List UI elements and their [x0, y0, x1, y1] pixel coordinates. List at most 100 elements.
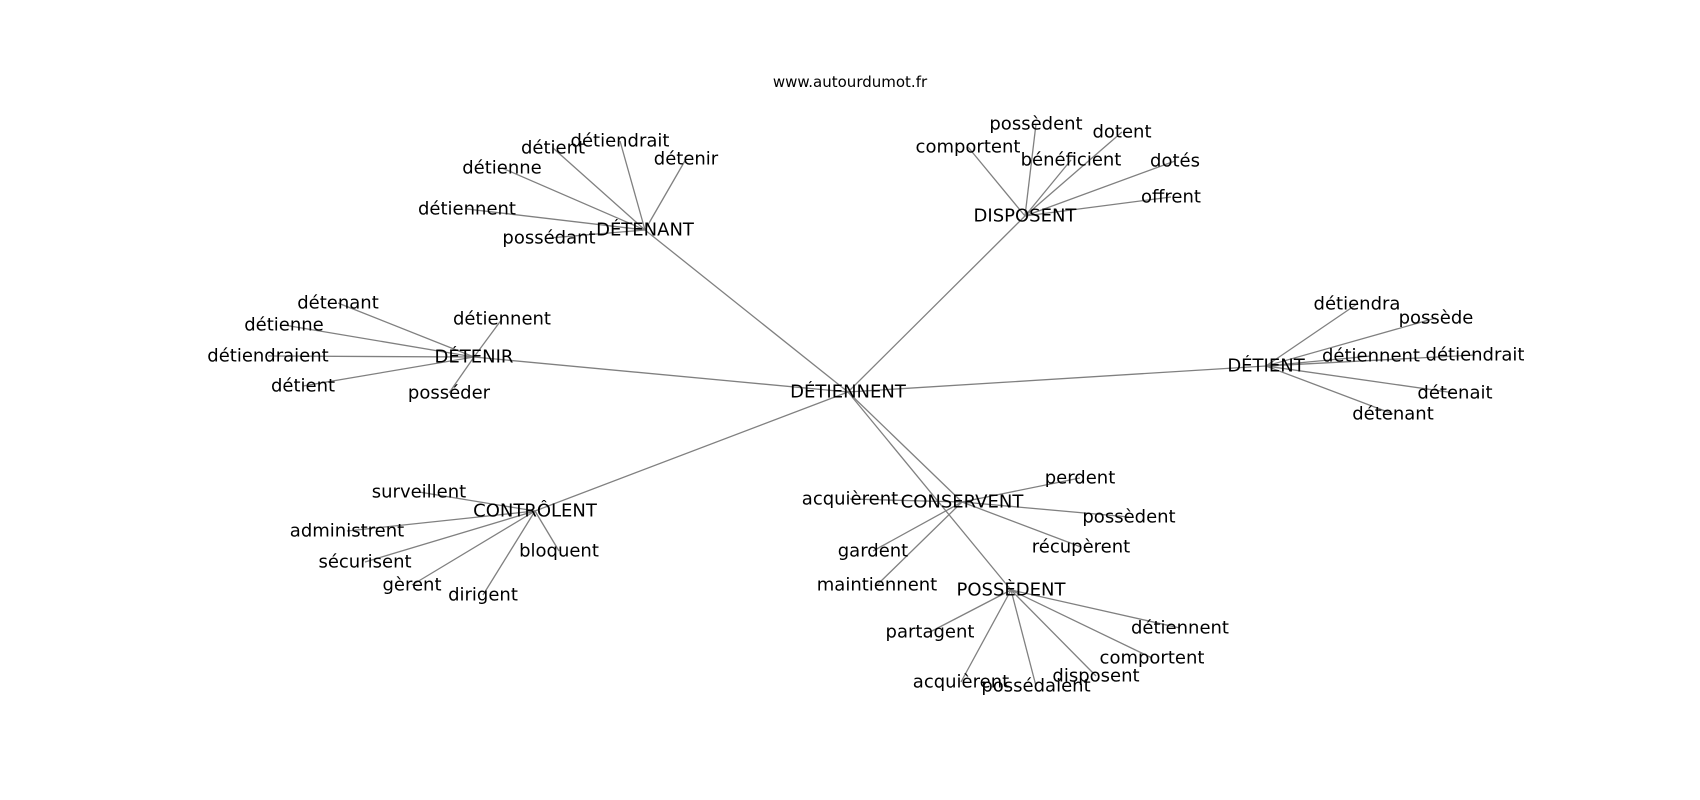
leaf-node-detenant-detenir: détenir — [654, 149, 719, 170]
edge-conservent-perdent — [961, 477, 1081, 503]
leaf-node-detenir-detient: détient — [271, 376, 335, 397]
edge-conservent-acquierent — [849, 498, 963, 503]
edge-detient-detenait — [1265, 365, 1456, 394]
leaf-node-disposent-comportent: comportent — [916, 137, 1021, 158]
edge-center-conservent — [847, 391, 963, 503]
leaf-node-detenant-possedant: possédant — [502, 228, 595, 249]
leaf-node-detenant-detiennent: détiennent — [418, 199, 516, 220]
leaf-node-detient-detenant: détenant — [1352, 404, 1434, 425]
edge-detenant-possedant — [548, 229, 646, 239]
leaf-node-possedent-comportent: comportent — [1100, 648, 1205, 669]
leaf-node-conservent-gardent: gardent — [838, 541, 909, 562]
edge-detient-detiennent — [1265, 355, 1372, 367]
graph-labels: DÉTIENNENT DÉTENANT détiendrait détient déte… — [207, 114, 1524, 697]
edge-center-controlent — [534, 391, 849, 512]
leaf-node-controlent-surveillent: surveillent — [372, 482, 466, 503]
edge-controlent-administrent — [346, 510, 536, 532]
leaf-node-controlent-dirigent: dirigent — [448, 585, 518, 606]
leaf-node-detient-detiendrait: détiendrait — [1426, 345, 1525, 366]
leaf-node-possedent-possedaient: possédaient — [981, 676, 1090, 697]
leaf-node-detenant-detiendrait: détiendrait — [571, 131, 670, 152]
edge-possedent-comportent — [1010, 589, 1153, 659]
edge-controlent-gerent — [411, 510, 536, 586]
edge-disposent-possedent — [1024, 123, 1037, 217]
hub-node-controlent: CONTRÔLENT — [473, 500, 598, 522]
leaf-node-controlent-administrent: administrent — [290, 521, 404, 542]
edge-detenant-detienne — [501, 167, 646, 231]
edge-disposent-dotes — [1024, 160, 1176, 217]
edge-possedent-disposent — [1010, 589, 1097, 677]
leaf-node-conservent-perdent: perdent — [1045, 468, 1116, 489]
edge-detenir-posseder — [448, 356, 475, 394]
edge-detient-detenant — [1265, 365, 1394, 415]
edge-conservent-recuperent — [961, 501, 1082, 548]
edge-center-detenir — [473, 356, 849, 393]
edge-detenant-detiennent — [466, 208, 646, 231]
edge-center-detient — [847, 365, 1267, 393]
graph-edges — [267, 123, 1476, 687]
leaf-node-controlent-securisent: sécurisent — [318, 552, 411, 573]
leaf-node-detenir-posseder: posséder — [408, 383, 491, 404]
edge-detenir-detiendraient — [267, 355, 475, 358]
leaf-node-conservent-possedent: possèdent — [1082, 507, 1175, 528]
leaf-node-possedent-detiennent: détiennent — [1131, 618, 1229, 639]
hub-node-detient: DÉTIENT — [1227, 355, 1305, 377]
edge-center-possedent — [847, 391, 1012, 591]
leaf-node-disposent-offrent: offrent — [1141, 187, 1201, 208]
edge-possedent-detiennent — [1010, 589, 1181, 629]
hub-node-possedent: POSSÈDENT — [957, 579, 1067, 601]
edge-controlent-surveillent — [418, 491, 536, 512]
leaf-node-detenir-detiendraient: détiendraient — [207, 346, 328, 367]
edge-detient-detiendrait — [1265, 354, 1476, 367]
leaf-node-detenant-detienne: détienne — [462, 158, 542, 179]
edge-center-disposent — [847, 215, 1026, 393]
edge-controlent-securisent — [364, 510, 536, 563]
leaf-node-detenir-detiennent: détiennent — [453, 309, 551, 330]
center-node-label: DÉTIENNENT — [790, 381, 907, 403]
edge-detenir-detenant — [337, 302, 475, 358]
leaf-node-controlent-gerent: gèrent — [382, 575, 441, 596]
edge-detenir-detient — [302, 356, 475, 387]
edge-detenant-detient — [552, 147, 646, 231]
edge-conservent-gardent — [872, 501, 963, 552]
edge-center-detenant — [644, 229, 849, 393]
leaf-node-disposent-possedent: possèdent — [989, 114, 1082, 135]
leaf-node-possedent-partagent: partagent — [886, 622, 975, 643]
edge-controlent-dirigent — [482, 510, 536, 596]
leaf-node-detient-detiennent: détiennent — [1322, 346, 1420, 367]
leaf-node-conservent-maintiennent: maintiennent — [817, 575, 937, 596]
edge-conservent-possedent — [961, 501, 1130, 518]
hub-node-conservent: CONSERVENT — [901, 492, 1025, 513]
edge-possedent-acquierent — [960, 589, 1012, 683]
leaf-node-disposent-dotes: dotés — [1150, 151, 1200, 172]
edge-detient-detiendra — [1265, 303, 1358, 367]
leaf-node-possedent-disposent: disposent — [1052, 666, 1139, 687]
hub-node-detenir: DÉTENIR — [435, 346, 514, 368]
leaf-node-detient-detenait: détenait — [1417, 383, 1492, 404]
hub-node-detenant: DÉTENANT — [596, 219, 695, 241]
leaf-node-conservent-acquierent: acquièrent — [802, 489, 898, 510]
edge-disposent-dotent — [1024, 131, 1123, 217]
edge-detient-possede — [1265, 317, 1437, 367]
hub-node-disposent: DISPOSENT — [974, 206, 1078, 227]
edge-detenir-detiennent — [473, 318, 503, 358]
edge-possedent-possedaient — [1010, 589, 1037, 687]
edge-disposent-beneficient — [1024, 159, 1072, 217]
edge-possedent-partagent — [929, 589, 1012, 633]
leaf-node-detenir-detienne: détienne — [244, 315, 324, 336]
edge-detenir-detienne — [283, 324, 475, 358]
edge-detenant-detiendrait — [619, 140, 646, 231]
edge-disposent-offrent — [1024, 196, 1172, 217]
leaf-node-disposent-beneficient: bénéficient — [1021, 150, 1122, 171]
leaf-node-detient-possede: possède — [1399, 308, 1474, 329]
site-credit: www.autourdumot.fr — [773, 73, 928, 91]
leaf-node-possedent-acquierent: acquièrent — [913, 672, 1009, 693]
leaf-node-detient-detiendra: détiendra — [1314, 294, 1401, 315]
edge-controlent-bloquent — [534, 510, 560, 552]
edge-conservent-maintiennent — [876, 501, 963, 586]
edge-disposent-comportent — [967, 146, 1026, 217]
leaf-node-disposent-dotent: dotent — [1092, 122, 1151, 143]
edge-detenant-detenir — [644, 158, 687, 231]
leaf-node-controlent-bloquent: bloquent — [519, 541, 599, 562]
